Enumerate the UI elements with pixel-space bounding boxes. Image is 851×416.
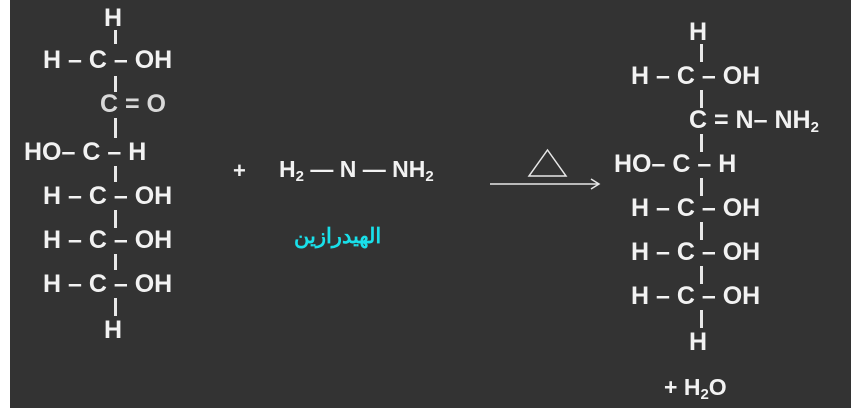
hydrazine-sub-2: 2 <box>295 168 304 185</box>
reactant-bond-4 <box>114 166 117 182</box>
hydrazine-formula: H2 — N — NH2 <box>279 156 434 185</box>
reactant-bond-1 <box>114 30 117 44</box>
product-bond-2 <box>700 90 703 108</box>
product-bond-6 <box>700 266 703 284</box>
frame-left-border <box>0 0 10 416</box>
hydrazine-n: N <box>339 156 357 182</box>
hydrazine-arabic-name: الهيدرازين <box>294 225 382 248</box>
hydrazine-sub-2b: 2 <box>425 168 434 185</box>
product-row-2-hydrazone: C = N– NH2 <box>689 106 819 136</box>
reactant-bond-6 <box>114 254 117 270</box>
hydrazine-h: H <box>279 156 296 182</box>
product-row-1: H – C – OH <box>631 62 761 90</box>
product-bond-7 <box>700 310 703 328</box>
product-row-2-sub: 2 <box>810 119 819 136</box>
product-row-3: HO– C – H <box>614 150 737 178</box>
reactant-row-5: H – C – OH <box>43 226 173 254</box>
product-row-5: H – C – OH <box>631 238 761 266</box>
reactant-row-6: H – C – OH <box>43 270 173 298</box>
hydrazine-nh: NH <box>392 156 426 182</box>
product-bond-1 <box>700 44 703 62</box>
product-row-4: H – C – OH <box>631 194 761 222</box>
reactant-bottom-h: H <box>104 316 123 344</box>
reactant-row-1: H – C – OH <box>43 46 173 74</box>
water-sub: 2 <box>700 386 709 403</box>
water-suffix: O <box>708 374 727 400</box>
reactant-bond-5 <box>114 210 117 228</box>
reactant-bond-3 <box>114 118 117 138</box>
water-prefix: + H <box>664 374 701 400</box>
frame-bottom-border <box>0 408 851 416</box>
product-bond-4 <box>700 178 703 196</box>
reactant-row-4: H – C – OH <box>43 182 173 210</box>
product-bond-3 <box>700 134 703 152</box>
plus-sign: + <box>233 158 246 183</box>
reactant-row-2-carbonyl: C = O <box>100 90 166 118</box>
product-top-h: H <box>689 18 708 46</box>
reactant-bond-2 <box>114 76 117 92</box>
product-row-6: H – C – OH <box>631 282 761 310</box>
reactant-row-3: HO– C – H <box>24 138 147 166</box>
product-bottom-h: H <box>689 328 708 356</box>
reactant-bond-7 <box>114 298 117 316</box>
product-bond-5 <box>700 222 703 240</box>
product-row-2-text: C = N– NH <box>689 106 811 134</box>
water-byproduct: + H2O <box>664 374 727 403</box>
heat-triangle-icon <box>527 148 568 177</box>
hydrazine-bond-2: — <box>356 156 393 182</box>
reactant-top-h: H <box>104 4 123 32</box>
hydrazine-bond-1: — <box>303 156 340 182</box>
